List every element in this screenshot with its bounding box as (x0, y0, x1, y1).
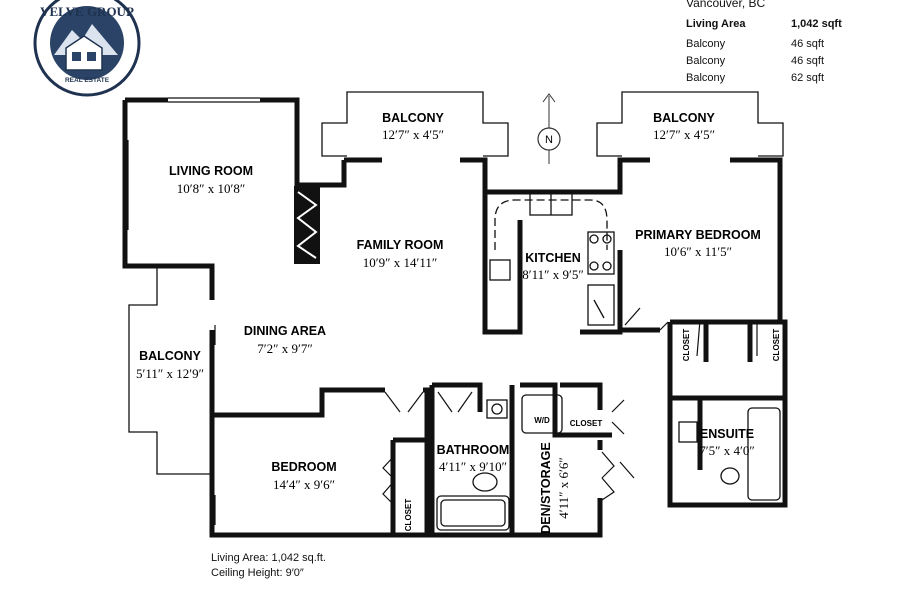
area-value: 46 sqft (791, 38, 825, 50)
bath-fixtures (436, 394, 781, 531)
footer-living-area: Living Area: 1,042 sq.ft. (211, 552, 326, 564)
area-label: Balcony (686, 55, 726, 67)
area-row: Balcony 62 sqft (686, 72, 824, 84)
north-compass: N (537, 93, 561, 164)
fireplace (294, 186, 320, 264)
den-storage-dims: 4′11″ x 6′6″ (556, 457, 571, 519)
location: Vancouver, BC (686, 0, 766, 10)
living-room-name: LIVING ROOM (169, 164, 253, 178)
area-row: Balcony 46 sqft (686, 55, 824, 67)
company-logo: VELVE GROUP REAL ESTATE (33, 0, 141, 97)
area-value: 1,042 sqft (791, 18, 842, 30)
closet-label: CLOSET (570, 419, 603, 428)
family-room-name: FAMILY ROOM (357, 238, 444, 252)
bedroom-dims: 14′4″ x 9′6″ (273, 477, 335, 492)
balcony-top-left-dims: 12′7″ x 4′5″ (382, 127, 444, 142)
primary-bedroom-name: PRIMARY BEDROOM (635, 228, 761, 242)
area-label: Balcony (686, 72, 726, 84)
room-labels: BALCONY 12′7″ x 4′5″ BALCONY 12′7″ x 4′5… (136, 111, 781, 534)
area-value: 46 sqft (791, 55, 825, 67)
family-room-dims: 10′9″ x 14′11″ (363, 255, 438, 270)
kitchen-fixtures (489, 192, 615, 326)
primary-bedroom-dims: 10′6″ x 11′5″ (664, 244, 732, 259)
living-room-dims: 10′8″ x 10′8″ (177, 181, 246, 196)
balcony-left-name: BALCONY (139, 349, 201, 363)
area-label: Balcony (686, 38, 726, 50)
balcony-top-right-name: BALCONY (653, 111, 715, 125)
area-row: Living Area 1,042 sqft (686, 18, 842, 30)
bedroom-name: BEDROOM (271, 460, 336, 474)
closet-label: CLOSET (404, 499, 413, 532)
area-label: Living Area (686, 18, 746, 30)
closet-label: CLOSET (772, 329, 781, 362)
ensuite-name: ENSUITE (700, 427, 754, 441)
dining-area-name: DINING AREA (244, 324, 326, 338)
area-row: Balcony 46 sqft (686, 38, 824, 50)
balcony-top-left-name: BALCONY (382, 111, 444, 125)
kitchen-dims: 8′11″ x 9′5″ (522, 267, 584, 282)
area-value: 62 sqft (791, 72, 825, 84)
den-storage-name: DEN/STORAGE (539, 442, 553, 533)
windows (127, 97, 260, 525)
bathroom-dims: 4′11″ x 9′10″ (439, 459, 507, 474)
closet-label: CLOSET (682, 329, 691, 362)
balcony-left-dims: 5′11″ x 12′9″ (136, 366, 204, 381)
ensuite-dims: 7′5″ x 4′0″ (699, 443, 755, 458)
logo-tagline: REAL ESTATE (65, 77, 110, 84)
compass-letter: N (545, 134, 553, 146)
balcony-top-right-dims: 12′7″ x 4′5″ (653, 127, 715, 142)
washer-dryer-label: W/D (534, 416, 550, 425)
logo-name: VELVE GROUP (40, 4, 134, 19)
doors (382, 307, 758, 507)
footer-ceiling-height: Ceiling Height: 9′0″ (211, 567, 304, 579)
dining-area-dims: 7′2″ x 9′7″ (257, 341, 313, 356)
balcony-outlines (128, 91, 784, 475)
kitchen-name: KITCHEN (525, 251, 581, 265)
bathroom-name: BATHROOM (437, 443, 510, 457)
